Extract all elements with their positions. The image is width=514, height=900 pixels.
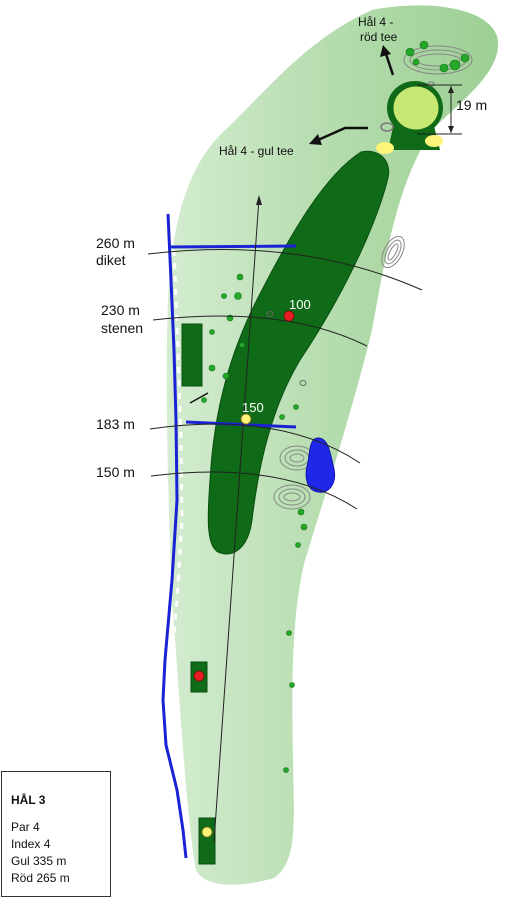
- aim-line: [213, 197, 260, 843]
- stone: [380, 122, 394, 132]
- bunker: [376, 142, 394, 154]
- green-depth-label: 19 m: [456, 97, 487, 113]
- tee-box-forward: [181, 323, 203, 387]
- hole-red-length: Röd 265 m: [11, 871, 70, 885]
- distance-arc-260: [147, 249, 423, 291]
- ditch-line: [167, 244, 297, 249]
- white-stakes: [168, 249, 190, 841]
- hole-par: Par 4: [11, 820, 40, 834]
- mound-lower: [273, 484, 311, 510]
- yellow-tee-box: [198, 817, 216, 865]
- distance-sublabel-230: stenen: [101, 320, 143, 336]
- trees: [201, 40, 470, 773]
- out-of-bounds-line: [161, 213, 188, 859]
- stone: [266, 311, 274, 317]
- mound-right-fairway: [381, 235, 405, 269]
- yellow-tee-marker: [201, 826, 213, 838]
- red-tee-label-1: Hål 4 -: [358, 15, 393, 29]
- red-tee-marker: [193, 670, 205, 682]
- stone: [299, 380, 307, 386]
- hole-index: Index 4: [11, 837, 51, 851]
- green-depth-arrow-up: [448, 86, 454, 93]
- green-depth-arrow-down: [448, 126, 454, 133]
- water-hazard: [305, 437, 335, 493]
- hole-title: HÅL 3: [11, 793, 46, 807]
- stone: [427, 81, 435, 87]
- arrow-to-red-tee: [384, 53, 395, 76]
- marker-100-dot: [283, 310, 295, 322]
- putting-green: [392, 85, 440, 131]
- distance-arc-183: [149, 423, 361, 464]
- bunker: [425, 135, 443, 147]
- marker-150-label: 150: [242, 400, 264, 415]
- distance-label-183: 183 m: [96, 416, 135, 432]
- distance-label-150: 150 m: [96, 464, 135, 480]
- fairway: [207, 150, 390, 555]
- small-path-line: [189, 392, 209, 404]
- hole-yellow-length: Gul 335 m: [11, 854, 67, 868]
- arrow-to-yellow-tee-head: [309, 134, 322, 145]
- aim-line-arrow: [256, 195, 262, 205]
- distance-arc-230: [152, 315, 368, 347]
- yellow-tee-label: Hål 4 - gul tee: [219, 144, 294, 158]
- red-tee-label-2: röd tee: [360, 30, 398, 44]
- marker-100-label: 100: [289, 297, 311, 312]
- distance-label-230: 230 m: [101, 302, 140, 318]
- arrow-to-red-tee-head: [380, 45, 391, 57]
- arrow-to-yellow-tee: [317, 126, 368, 142]
- distance-arc-150: [150, 471, 358, 510]
- hole-info-box: HÅL 3 Par 4 Index 4 Gul 335 m Röd 265 m: [1, 771, 111, 897]
- distance-sublabel-260: diket: [96, 252, 126, 268]
- distance-label-260: 260 m: [96, 235, 135, 251]
- rough-area: [166, 5, 498, 885]
- marker-150-dot: [240, 413, 252, 425]
